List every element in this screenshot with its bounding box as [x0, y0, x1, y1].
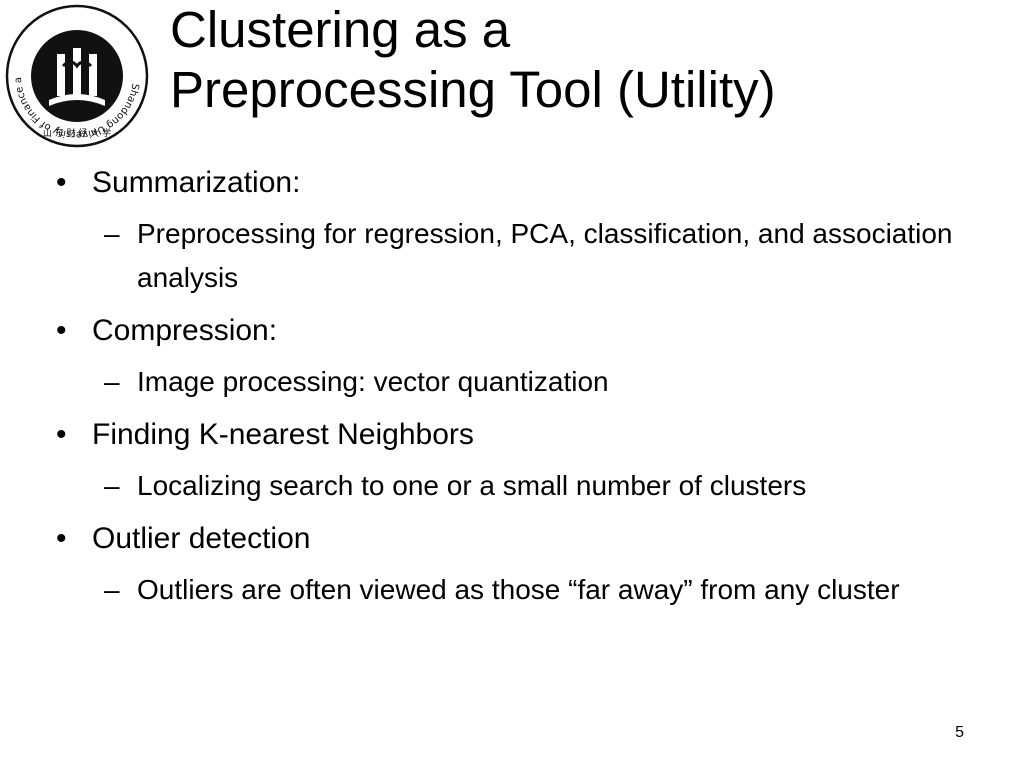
- logo-glyph-text: 山 东 财 经 大 学: [43, 127, 111, 139]
- bullet-item-summarization: • Summarization:: [0, 160, 1024, 206]
- bullet-list: • Summarization: – Preprocessing for reg…: [0, 160, 1024, 620]
- dash-icon: –: [104, 574, 120, 605]
- bullet-item-compression: • Compression:: [0, 308, 1024, 354]
- sub-bullet-text: Image processing: vector quantization: [137, 366, 609, 397]
- dash-icon: –: [104, 218, 120, 249]
- bullet-text: Compression:: [92, 314, 278, 347]
- slide-title-line-2: Preprocessing Tool (Utility): [170, 61, 776, 118]
- slide-title-line-1: Clustering as a: [170, 1, 511, 58]
- bullet-icon: •: [56, 314, 67, 347]
- bullet-icon: •: [56, 418, 67, 451]
- sub-bullet-item: – Preprocessing for regression, PCA, cla…: [0, 212, 1024, 300]
- dash-icon: –: [104, 366, 120, 397]
- bullet-icon: •: [56, 166, 67, 199]
- bullet-icon: •: [56, 522, 67, 555]
- bullet-text: Outlier detection: [92, 522, 311, 555]
- sub-bullet-item: – Outliers are often viewed as those “fa…: [0, 568, 1024, 612]
- sub-bullet-text: Localizing search to one or a small numb…: [137, 470, 807, 501]
- slide-title: Clustering as a Preprocessing Tool (Util…: [170, 0, 776, 120]
- page-number: 5: [955, 724, 964, 741]
- bullet-item-knn: • Finding K-nearest Neighbors: [0, 412, 1024, 458]
- sub-bullet-item: – Image processing: vector quantization: [0, 360, 1024, 404]
- university-seal-icon: Shandong University of Finance and Econo…: [5, 4, 149, 148]
- bullet-item-outlier-detection: • Outlier detection: [0, 516, 1024, 562]
- university-logo: Shandong University of Finance and Econo…: [5, 4, 149, 148]
- sub-bullet-item: – Localizing search to one or a small nu…: [0, 464, 1024, 508]
- bullet-text: Summarization:: [92, 166, 301, 199]
- sub-bullet-text: Preprocessing for regression, PCA, class…: [137, 218, 953, 293]
- bullet-text: Finding K-nearest Neighbors: [92, 418, 474, 451]
- sub-bullet-text: Outliers are often viewed as those “far …: [137, 574, 900, 605]
- dash-icon: –: [104, 470, 120, 501]
